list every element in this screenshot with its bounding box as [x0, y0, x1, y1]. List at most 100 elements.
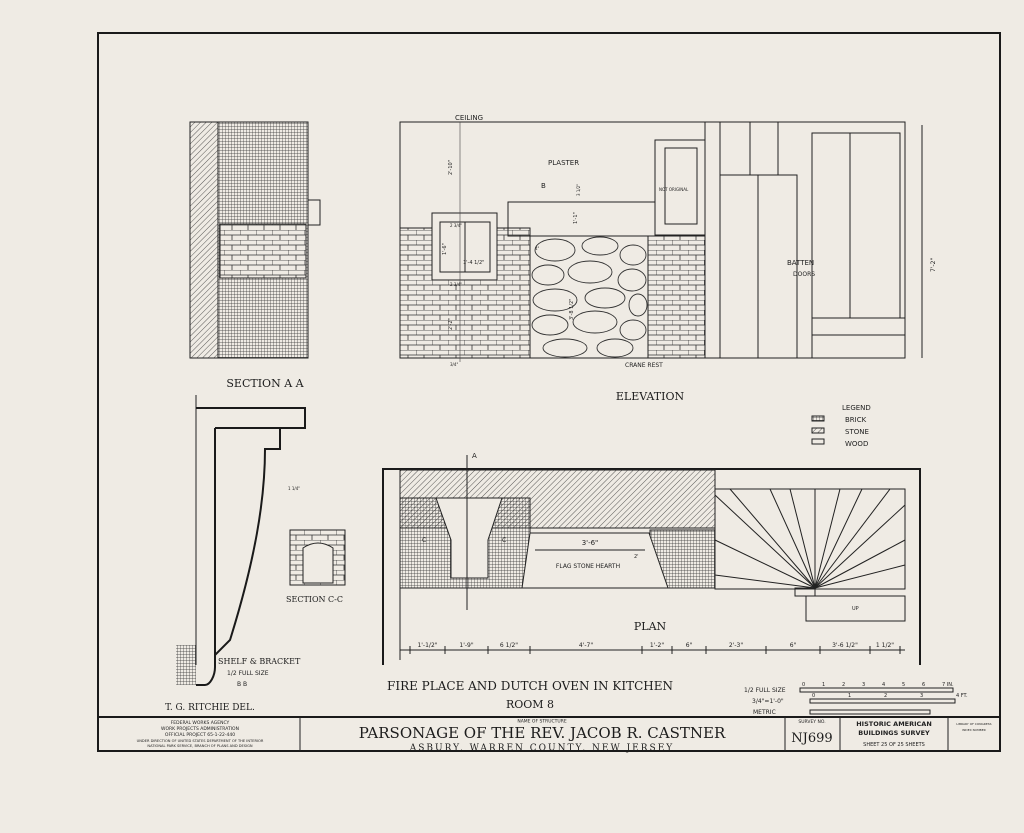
winder-line: [814, 564, 906, 589]
dimension: 2': [634, 554, 639, 560]
scale-label: METRIC: [753, 709, 776, 716]
scale-tick-label: 5: [902, 682, 905, 688]
elevation: CEILING PLASTER B NOT ORIGINAL BATTEN DO…: [399, 114, 937, 403]
scale-tick-label: 4 FT.: [956, 693, 968, 699]
section-aa-label: SECTION A A: [226, 377, 304, 390]
agency-line: FEDERAL WORKS AGENCY: [171, 720, 230, 726]
plan-dimension: 3'-6 1/2": [832, 642, 858, 649]
legend-item: STONE: [845, 428, 869, 436]
agency-line: OFFICIAL PROJECT 65-1-22-440: [165, 732, 235, 738]
stone-swatch: [811, 427, 825, 434]
dimension: 2 3/4": [450, 223, 462, 228]
legend-title: LEGEND: [842, 404, 871, 412]
section-marker-c: C: [422, 537, 426, 544]
dimension: 1'-6": [442, 243, 448, 255]
dimension: 2'-10": [448, 160, 454, 175]
plan-dimension: 4'-7": [579, 642, 593, 649]
scale-tick-label: 4: [882, 682, 885, 688]
plan: A C C 3'-6" 2' FLAG STONE HEARTH UP PLAN…: [382, 452, 921, 665]
scale-note: 1/2 FULL SIZE: [227, 670, 269, 677]
section-cc-label: SECTION C-C: [286, 595, 343, 604]
scale-tick-label: 1: [848, 693, 851, 699]
winder-line: [714, 574, 816, 589]
dimension: 7'-2": [930, 258, 937, 272]
scale-tick-label: 3: [862, 682, 865, 688]
winder-line: [814, 539, 906, 589]
survey-caption: SURVEY NO.: [798, 719, 825, 725]
sheet-number: SHEET 25 OF 25 SHEETS: [863, 742, 925, 748]
scale-label: 3/4"=1'-0": [752, 698, 784, 705]
plan-dimension: 1'-2": [650, 642, 664, 649]
library-caption: LIBRARY OF CONGRESS: [956, 722, 991, 726]
title-block: FEDERAL WORKS AGENCY WORK PROJECTS ADMIN…: [98, 716, 1000, 754]
scale-tick-label: 2: [884, 693, 887, 699]
legend: LEGEND BRICK STONE WOOD: [811, 404, 871, 448]
dimension: 2 3/4": [450, 282, 462, 287]
program-name: HISTORIC AMERICAN: [856, 720, 932, 728]
scale-tick-label: 1: [822, 682, 825, 688]
section-marker-b: B: [541, 182, 546, 190]
winder-line: [814, 488, 841, 589]
dimension: 3 1/2": [576, 184, 581, 196]
plan-dimension: 6": [790, 642, 797, 649]
dimension: 3'-6": [582, 539, 599, 547]
dimension: 1 1/4": [288, 486, 300, 491]
delineator: T. G. RITCHIE DEL.: [165, 703, 255, 713]
agency-line: NATIONAL PARK SERVICE, BRANCH OF PLANS A…: [147, 744, 252, 748]
scale-tick-label: 0: [812, 693, 815, 699]
dimension: 1'-4 1/2": [463, 260, 484, 266]
structure-name: PARSONAGE OF THE REV. JACOB R. CASTNER: [359, 724, 726, 742]
winder-line: [714, 539, 816, 589]
batten-label: BATTEN: [787, 259, 814, 267]
section-marker-c: C: [502, 537, 506, 544]
doors-label: DOORS: [793, 271, 815, 278]
dimension: 2'-2": [448, 318, 454, 330]
winder-line: [714, 494, 816, 589]
section-aa: SECTION A A: [189, 121, 321, 390]
ceiling-label: CEILING: [455, 114, 483, 122]
scale-tick-label: 7 IN.: [942, 682, 954, 688]
library-caption: INDEX NUMBER: [962, 728, 985, 732]
winder-line: [769, 488, 816, 589]
plan-dimension: 1'-9": [459, 642, 473, 649]
shelf-bracket-detail: 1 1/4" SHELF & BRACKET 1/2 FULL SIZE B B…: [176, 395, 346, 688]
winder-line: [814, 488, 891, 589]
scale-label: 1/2 FULL SIZE: [744, 687, 786, 694]
plan-dimension: 2'-3": [729, 642, 743, 649]
stair-winders: [714, 488, 906, 589]
plan-dimension: 6 1/2": [500, 642, 518, 649]
graphic-scales: 1/2 FULL SIZE 3/4"=1'-0" METRIC 0 1 2 3 4 5 6 7…: [744, 682, 968, 716]
shelf-bracket-label: SHELF & BRACKET: [218, 657, 301, 666]
program-name: BUILDINGS SURVEY: [858, 729, 930, 737]
crane-rest-label: CRANE REST: [625, 362, 663, 369]
brick-swatch: [811, 415, 825, 422]
winder-line: [814, 504, 906, 589]
plan-dimension: 1'-1/2": [417, 642, 437, 649]
section-note: B B: [237, 681, 247, 688]
section-marker-a: A: [472, 452, 477, 460]
dimension: 1'-1": [573, 212, 579, 224]
elevation-label: ELEVATION: [616, 390, 685, 403]
agency-line: UNDER DIRECTION OF UNITED STATES DEPARTM…: [137, 739, 264, 743]
agency-line: WORK PROJECTS ADMINISTRATION: [161, 726, 239, 732]
dimension: 3'-8 1/2": [569, 299, 575, 320]
sheet-title: FIRE PLACE AND DUTCH OVEN IN KITCHEN: [387, 679, 673, 693]
winder-line: [729, 488, 816, 589]
hearth-label: FLAG STONE HEARTH: [556, 563, 620, 570]
winder-line: [814, 488, 863, 589]
legend-item: WOOD: [845, 440, 868, 448]
sheet-border: [97, 32, 1001, 752]
plan-dimension: 1 1/2": [876, 642, 894, 649]
scale-tick-label: 0: [802, 682, 805, 688]
structure-location: ASBURY, WARREN COUNTY, NEW JERSEY: [409, 744, 674, 754]
sheet-subtitle: ROOM 8: [506, 698, 554, 711]
scale-tick-label: 6: [922, 682, 925, 688]
scale-tick-label: 3: [920, 693, 923, 699]
plaster-label: PLASTER: [548, 159, 579, 167]
wood-swatch: [811, 438, 825, 445]
name-caption: NAME OF STRUCTURE: [517, 719, 566, 725]
winder-line: [789, 488, 816, 589]
dimension: 4": [535, 246, 540, 251]
plan-dimension: 6": [686, 642, 693, 649]
